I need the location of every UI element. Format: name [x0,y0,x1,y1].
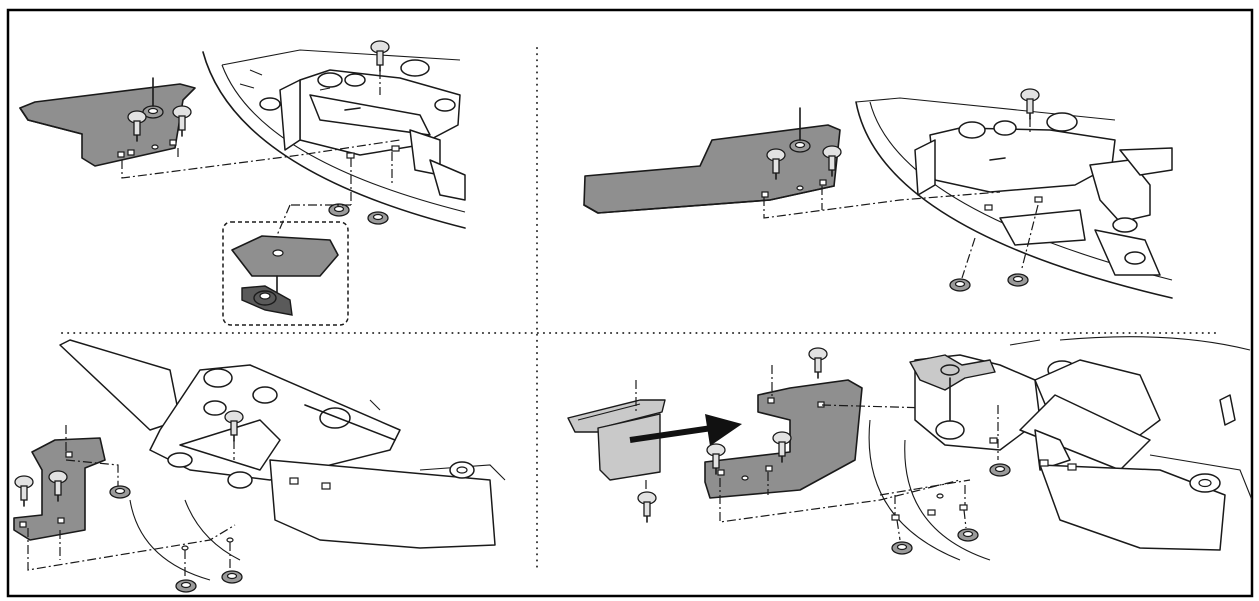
direction-arrow [629,414,742,446]
panel-top-right [583,88,1173,299]
figure-frame [6,8,1254,598]
wing-knob-installed [909,354,996,421]
wing-knob [241,285,293,316]
old-bracket [567,399,666,481]
mower-deck [239,59,466,201]
guard-plate [231,235,339,277]
mower-deck-2 [914,112,1173,276]
panel-top-left [19,40,466,326]
panel-bottom-left [13,339,506,593]
mower-deck-3 [59,339,506,581]
new-bracket [704,379,863,499]
bracket-plate [19,83,196,167]
detail-callout [222,221,349,326]
mower-deck-4 [868,336,1253,561]
bracket-plate-long [583,124,841,214]
panel-bottom-right [567,336,1253,561]
